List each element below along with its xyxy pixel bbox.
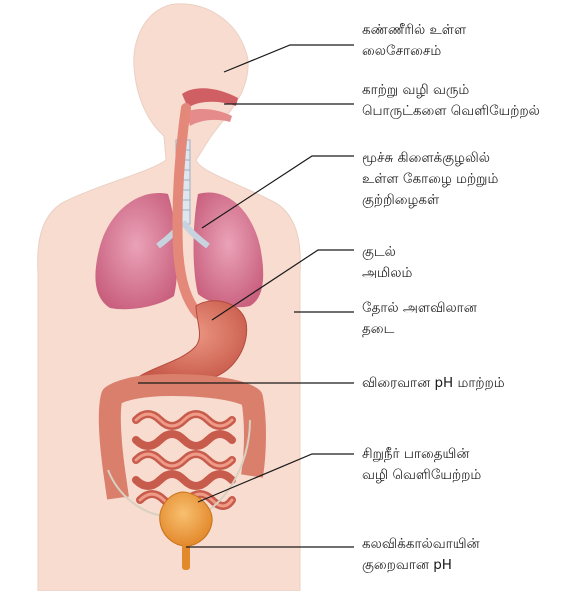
label-skin-barrier: தோல் அளவிலான தடை <box>362 298 477 340</box>
label-urinary-flushing: சிறுநீர் பாதையின் வழி வெளியேற்றம் <box>362 444 481 486</box>
label-trachea-mucus-cilia: மூச்சு கிளைக்குழலில் உள்ள கோழை மற்றும் க… <box>362 148 498 211</box>
label-airway-expulsion: காற்று வழி வரும் பொருட்களை வெளியேற்றல் <box>362 80 540 122</box>
urethra <box>182 544 190 570</box>
label-stomach-acid: குடல் அமிலம் <box>362 242 412 284</box>
label-intestine-ph-change: விரைவான pH மாற்றம் <box>362 373 505 394</box>
label-tears-lysozyme: கண்ணீரில் உள்ள லைசோசைம் <box>362 20 466 62</box>
label-vaginal-low-ph: கலவிக்கால்வாயின் குறைவான pH <box>362 534 480 576</box>
